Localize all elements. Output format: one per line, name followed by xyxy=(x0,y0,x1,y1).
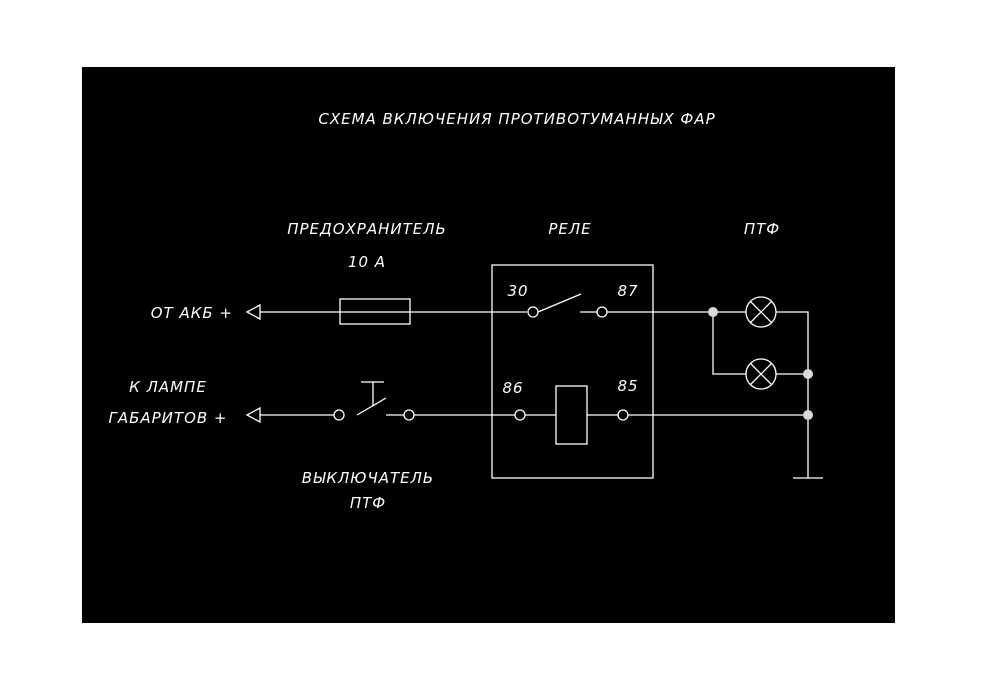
lamp-icon-1 xyxy=(745,296,777,328)
switch-label-2: ПТФ xyxy=(350,494,386,512)
terminal-30 xyxy=(527,306,539,318)
side-lamp-label-2: ГАБАРИТОВ + xyxy=(108,409,227,427)
switch-label-1: ВЫКЛЮЧАТЕЛЬ xyxy=(302,469,434,487)
terminal-85 xyxy=(617,409,629,421)
side-lamp-label-1: К ЛАМПЕ xyxy=(129,378,207,396)
terminal-30-label: 30 xyxy=(507,282,528,300)
switch-terminal-1 xyxy=(333,409,345,421)
terminal-85-label: 85 xyxy=(617,377,638,395)
relay-label: РЕЛЕ xyxy=(548,220,591,238)
relay-coil xyxy=(555,385,588,445)
terminal-87-label: 87 xyxy=(617,282,638,300)
junction-dot xyxy=(708,307,718,317)
diagram-title: СХЕМА ВКЛЮЧЕНИЯ ПРОТИВОТУМАННЫХ ФАР xyxy=(318,110,715,128)
terminal-86 xyxy=(514,409,526,421)
battery-arrow-icon xyxy=(245,303,261,321)
switch-blade xyxy=(356,397,387,416)
terminal-87 xyxy=(596,306,608,318)
terminal-86-label: 86 xyxy=(502,379,523,397)
ground-wire xyxy=(776,311,809,478)
relay-box xyxy=(491,264,654,479)
fuse-label: ПРЕДОХРАНИТЕЛЬ xyxy=(287,220,447,238)
relay-contact-blade xyxy=(537,293,582,313)
lamp-icon-2 xyxy=(745,358,777,390)
battery-label: ОТ АКБ + xyxy=(151,304,233,322)
junction-dot xyxy=(803,410,813,420)
lamp-branch-wire xyxy=(712,312,746,375)
drawing-canvas xyxy=(82,67,895,623)
fuse-rating-label: 10 А xyxy=(348,253,386,271)
junction-dot xyxy=(803,369,813,379)
side-lamp-arrow-icon xyxy=(245,406,261,424)
fog-lights-label: ПТФ xyxy=(744,220,780,238)
switch-terminal-2 xyxy=(403,409,415,421)
fuse xyxy=(339,298,411,325)
